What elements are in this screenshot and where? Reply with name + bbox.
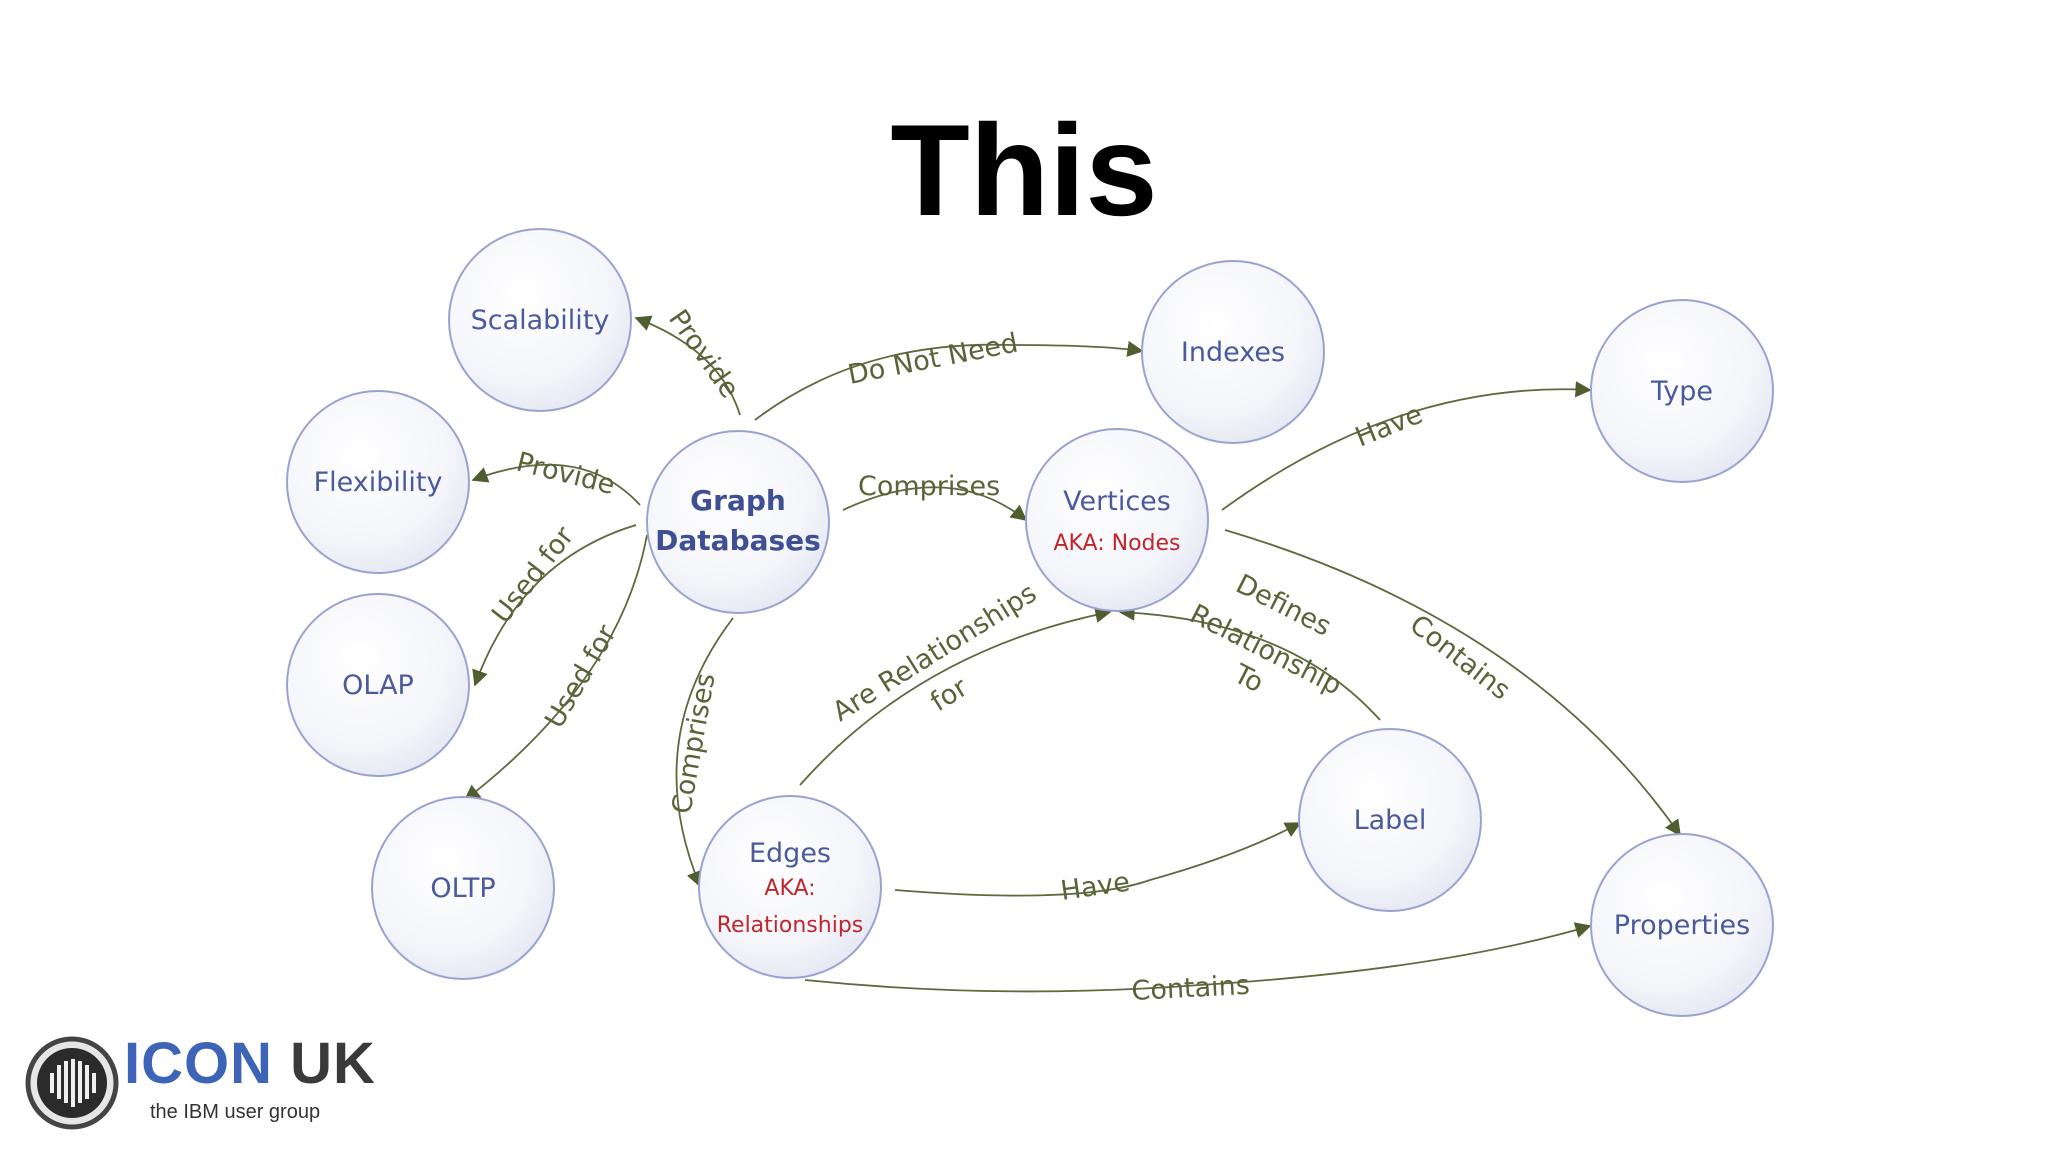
edge-provide-flexibility bbox=[471, 463, 641, 506]
node-olap: OLAP bbox=[286, 593, 470, 777]
edge-label-contains-properties-e: Contains bbox=[1131, 970, 1251, 1007]
node-label-databases: Databases bbox=[655, 524, 821, 557]
logo-wordmark: ICON UK bbox=[124, 1031, 376, 1096]
node-type: Type bbox=[1590, 299, 1774, 483]
node-label-type: Type bbox=[1650, 376, 1713, 407]
edge-label-used-for-olap: Used for bbox=[486, 520, 581, 629]
node-label-vertices: Vertices bbox=[1063, 486, 1171, 517]
edge-contains-properties-e bbox=[804, 922, 1592, 993]
edge-provide-scalability bbox=[634, 315, 741, 416]
edge-used-for-olap bbox=[472, 524, 637, 687]
edges bbox=[463, 315, 1681, 993]
node-flexibility: Flexibility bbox=[286, 390, 470, 574]
slide-title: This bbox=[890, 97, 1158, 243]
edge-comprises-edges bbox=[675, 617, 734, 888]
edge-have-label bbox=[894, 822, 1302, 897]
edge-comprises-vertices bbox=[842, 486, 1028, 522]
node-label-olap: OLAP bbox=[342, 670, 414, 701]
edge-label-comprises-edges: Comprises bbox=[666, 671, 721, 816]
node-label-indexes: Indexes bbox=[1181, 337, 1285, 368]
edge-used-for-oltp bbox=[463, 534, 648, 801]
node-label-edges-relationships: Relationships bbox=[717, 913, 864, 938]
node-oltp: OLTP bbox=[371, 796, 555, 980]
node-edges: Edges AKA: Relationships bbox=[698, 795, 882, 979]
edge-label-contains-properties-v: Contains bbox=[1404, 609, 1516, 706]
edge-label-have-type: Have bbox=[1351, 399, 1427, 454]
edge-do-not-need bbox=[754, 340, 1144, 421]
node-label-flexibility: Flexibility bbox=[314, 467, 443, 498]
edge-label-provide-flexibility: Provide bbox=[513, 447, 618, 501]
node-label-oltp: OLTP bbox=[430, 873, 495, 904]
node-indexes: Indexes bbox=[1141, 260, 1325, 444]
node-label-vertices-aka: AKA: Nodes bbox=[1053, 531, 1180, 556]
logo-tagline: the IBM user group bbox=[150, 1101, 321, 1123]
edge-label-have-label: Have bbox=[1059, 867, 1132, 907]
edge-are-relationships-for bbox=[799, 606, 1112, 786]
node-label-edges-aka: AKA: bbox=[764, 876, 815, 901]
edge-defines-relationship-to bbox=[1118, 604, 1381, 721]
icon-uk-logo: ICON UK the IBM user group bbox=[24, 1035, 384, 1145]
edge-label-provide-scalability: Provide bbox=[662, 304, 745, 404]
node-vertices: Vertices AKA: Nodes bbox=[1025, 428, 1209, 612]
node-graph-databases: Graph Databases bbox=[646, 430, 830, 614]
node-label-label: Label bbox=[1354, 805, 1427, 836]
node-scalability: Scalability bbox=[448, 228, 632, 412]
node-label: Label bbox=[1298, 728, 1482, 912]
edge-have-type bbox=[1221, 381, 1592, 511]
node-label-properties: Properties bbox=[1614, 910, 1750, 941]
edge-label-comprises-vertices: Comprises bbox=[858, 471, 1000, 502]
node-label-scalability: Scalability bbox=[471, 305, 610, 336]
edge-label-used-for-oltp: Used for bbox=[539, 619, 623, 733]
node-label-edges: Edges bbox=[749, 838, 831, 869]
logo-emblem-icon bbox=[25, 1036, 119, 1130]
node-label-graph: Graph bbox=[690, 484, 786, 517]
edge-label-do-not-need: Do Not Need bbox=[845, 328, 1020, 391]
node-properties: Properties bbox=[1590, 833, 1774, 1017]
edge-label-are-relationships-for-2: for bbox=[925, 671, 974, 717]
edge-contains-properties-v bbox=[1224, 529, 1681, 837]
